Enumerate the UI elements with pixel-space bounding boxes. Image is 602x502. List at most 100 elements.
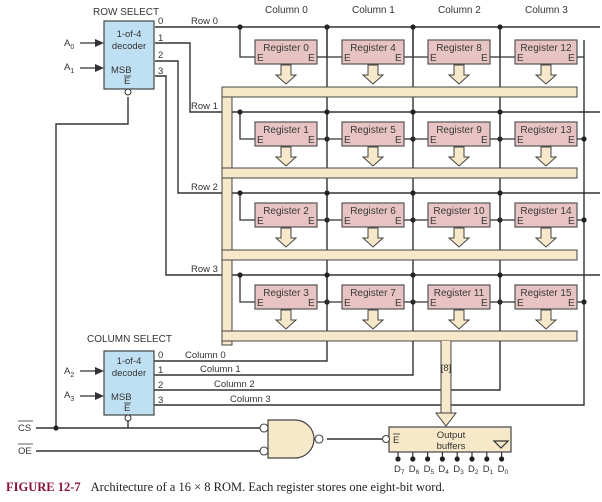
register-label: Register 11 — [434, 288, 485, 299]
register-box — [514, 121, 578, 147]
register-output-arrow-icon — [361, 309, 385, 330]
junction-dot — [497, 24, 503, 30]
register-enable-right: E — [481, 53, 488, 64]
register-box — [341, 39, 405, 65]
row-out-3: 3 — [158, 66, 163, 77]
column-header-0: Column 0 — [265, 5, 308, 16]
register-label: Register 2 — [263, 206, 309, 217]
row2-wire — [155, 60, 600, 194]
register-output-arrow-icon — [274, 64, 298, 85]
register-box — [254, 284, 318, 310]
register-output-arrow-icon — [274, 227, 298, 248]
row-enable-wire — [239, 112, 255, 140]
data-output-dot — [395, 456, 401, 462]
register-enable-right: E — [481, 135, 488, 146]
register-enable-left: E — [517, 53, 524, 64]
row-enable-wire — [499, 193, 515, 221]
tristate-triangle-icon — [492, 440, 510, 449]
data-output-label: D0 — [498, 464, 509, 476]
register-enable-left: E — [517, 216, 524, 227]
junction-dot — [581, 217, 587, 223]
register-box — [341, 284, 405, 310]
col3-wire — [154, 40, 585, 406]
data-output-dot — [499, 456, 505, 462]
register-output-arrow-icon — [447, 146, 471, 167]
row3-wire — [155, 75, 600, 276]
bus-row-bar — [221, 167, 578, 179]
register: Register 14E E — [497, 190, 587, 248]
and-gate-icon — [267, 419, 315, 459]
register-label: Register 9 — [436, 125, 482, 136]
row-decoder-box — [103, 20, 155, 90]
row-decoder-label-2: decoder — [112, 41, 146, 52]
data-output-dot — [454, 456, 460, 462]
row-enable-wire — [326, 193, 342, 221]
register-output-arrow-icon — [447, 64, 471, 85]
junction-dot — [497, 272, 503, 278]
register-output-arrow-icon — [274, 146, 298, 167]
register-output-arrow-icon — [447, 227, 471, 248]
inverted-output-bubble — [314, 434, 324, 444]
row-select-decoder: ROW SELECT 1-of-4 decoder MSB E 0 1 2 3 … — [64, 7, 218, 275]
register-output-arrow-icon — [534, 146, 558, 167]
register-enable-left: E — [257, 216, 264, 227]
register-enable-left: E — [344, 298, 351, 309]
register-box — [254, 39, 318, 65]
buffer-label-1: Output — [437, 430, 466, 441]
register-enable-right: E — [395, 298, 402, 309]
column-out-2: 2 — [158, 380, 163, 391]
column-header-1: Column 1 — [352, 5, 395, 16]
column-headers: Column 0 Column 1 Column 2 Column 3 — [265, 5, 568, 16]
junction-dot — [410, 109, 416, 115]
register-label: Register 14 — [520, 206, 572, 217]
row-label-1: Row 1 — [191, 101, 218, 112]
cs-label: CS — [18, 423, 31, 434]
register-enable-left: E — [344, 135, 351, 146]
enable-gate — [259, 419, 324, 459]
register-enable-right: E — [568, 135, 575, 146]
data-output-label: D4 — [438, 464, 449, 476]
row-enable-wire — [239, 193, 255, 221]
register-box — [427, 202, 491, 228]
bus-spine — [221, 86, 233, 346]
register-enable-left: E — [430, 53, 437, 64]
buffer-enable-bubble — [381, 434, 391, 444]
column-out-1: 1 — [158, 365, 163, 376]
arrow-icon — [95, 39, 104, 47]
arrow-icon — [95, 367, 104, 375]
column-label-2: Column 2 — [214, 379, 255, 390]
cs-row-enable-wire — [55, 97, 129, 428]
bus-row-bar — [221, 249, 578, 261]
junction-dot — [410, 190, 416, 196]
register-enable-left: E — [430, 216, 437, 227]
row-enable-wire — [499, 112, 515, 140]
junction-dot — [410, 24, 416, 30]
row1-wire — [155, 42, 600, 113]
junction-dot — [324, 109, 330, 115]
register-box — [341, 121, 405, 147]
register-enable-right: E — [568, 216, 575, 227]
junction-dot — [324, 272, 330, 278]
junction-dot — [237, 190, 243, 196]
column-decoder-label-2: decoder — [112, 368, 146, 379]
row-enable-wire — [326, 27, 342, 58]
column-decoder-box — [103, 350, 155, 416]
row-decoder-label-1: 1-of-4 — [117, 29, 142, 40]
register-enable-right: E — [568, 298, 575, 309]
register-enable-right: E — [308, 216, 315, 227]
register-output-arrow-icon — [534, 64, 558, 85]
bus-output-stem — [441, 341, 451, 413]
data-output-label: D5 — [424, 464, 435, 476]
register-label: Register 1 — [263, 125, 309, 136]
register-enable-right: E — [568, 53, 575, 64]
column-header-3: Column 3 — [525, 5, 568, 16]
inverted-input-bubble — [259, 446, 269, 456]
data-bus — [221, 86, 578, 427]
row-enable-bubble — [124, 88, 132, 96]
